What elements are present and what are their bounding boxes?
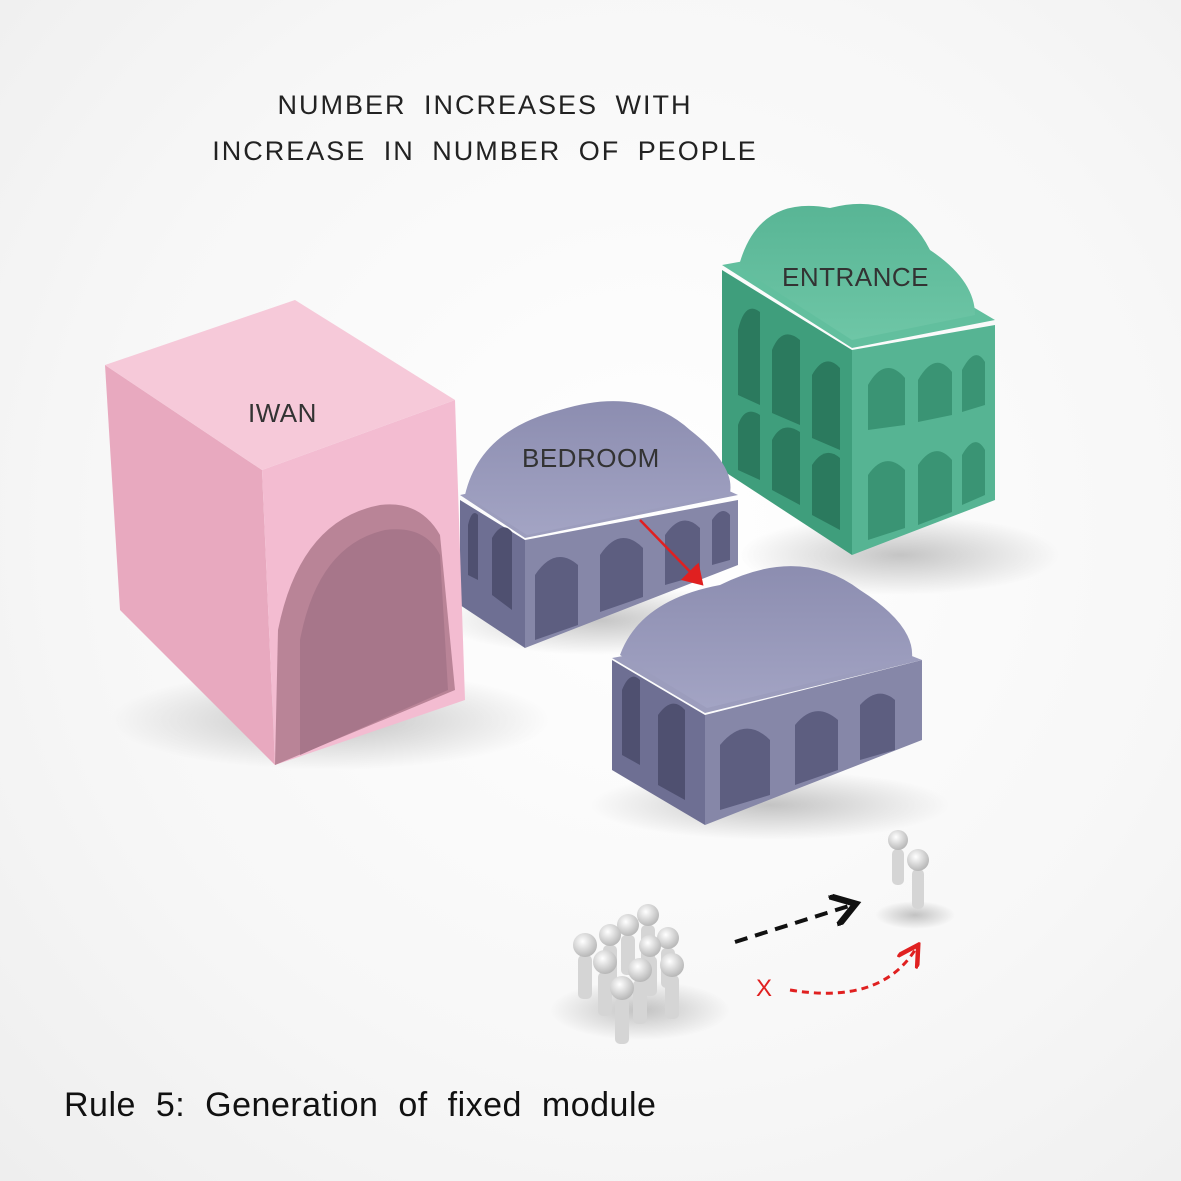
accepted-arrow — [734, 905, 852, 944]
rejected-mark: X — [756, 975, 773, 1002]
person-figure — [610, 976, 634, 1044]
heading-line-2: INCREASE IN NUMBER OF PEOPLE — [212, 136, 758, 166]
person-figure — [573, 933, 597, 999]
entrance-module — [722, 203, 1060, 595]
person-figure — [593, 950, 617, 1016]
crowd-group — [550, 904, 730, 1044]
iwan-module — [105, 300, 550, 770]
person-figure — [888, 830, 908, 885]
duplication-arrow — [639, 519, 704, 586]
figure-caption: Rule 5: Generation of fixed module — [64, 1086, 657, 1124]
person-figure — [628, 958, 652, 1024]
bedroom-module-copy — [590, 566, 950, 840]
entrance-label: ENTRANCE — [782, 262, 930, 292]
bedroom-label: BEDROOM — [522, 443, 660, 473]
rejected-arrow — [789, 950, 915, 995]
iwan-label: IWAN — [248, 398, 317, 428]
person-figure — [907, 849, 929, 909]
person-figure — [660, 953, 684, 1019]
heading-line-1: NUMBER INCREASES WITH — [277, 90, 693, 120]
pair-group — [875, 830, 955, 929]
